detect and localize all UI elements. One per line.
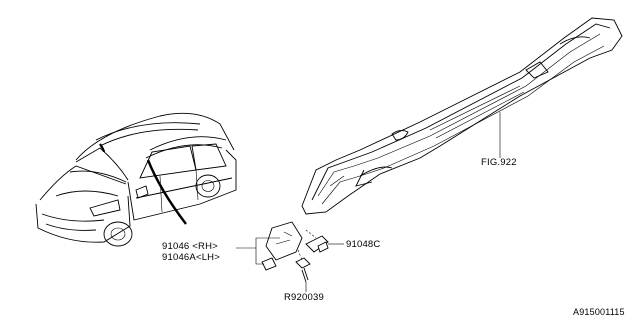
part-label-r920039: R920039 xyxy=(284,292,324,303)
part-label-91046a-lh: 91046A<LH> xyxy=(162,252,220,263)
leader-lines xyxy=(236,112,501,292)
roof-rail-illustration xyxy=(301,17,623,215)
vehicle-illustration xyxy=(35,112,237,247)
figure-reference-label: FIG.922 xyxy=(481,157,517,168)
clip-part-illustration xyxy=(305,229,329,253)
part-label-91048c: 91048C xyxy=(346,239,380,250)
diagram-id-label: A915001115 xyxy=(573,307,625,317)
small-clip-illustration xyxy=(261,257,277,271)
bolt-illustration xyxy=(295,249,311,283)
part-label-91046-rh: 91046 <RH> xyxy=(162,241,218,252)
cover-part-illustration xyxy=(265,221,303,261)
